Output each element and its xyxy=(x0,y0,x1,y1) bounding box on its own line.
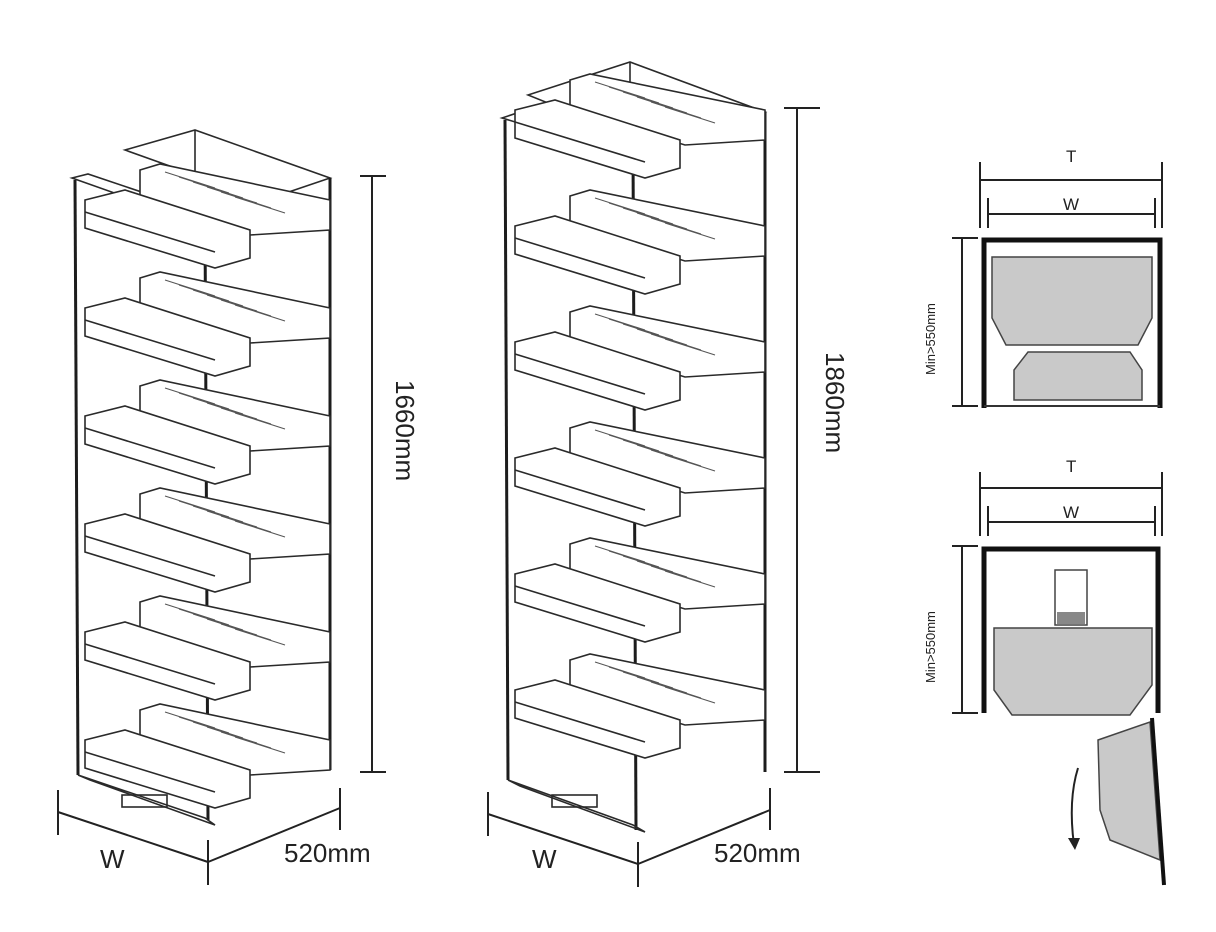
basket xyxy=(514,73,766,179)
basket xyxy=(514,537,766,643)
basket xyxy=(514,653,766,759)
cabinet-outline xyxy=(981,546,1161,713)
plan-view-open: T W Min>550mm xyxy=(923,457,1166,886)
basket-lower xyxy=(1013,351,1143,401)
basket xyxy=(514,305,766,411)
basket-upper xyxy=(991,256,1153,346)
width-label: W xyxy=(100,844,125,874)
basket-pulled xyxy=(993,627,1153,716)
depth-label: 520mm xyxy=(714,838,801,868)
pantry-unit-1860: 1860mm W 520mm xyxy=(487,61,850,887)
front-left-post xyxy=(503,119,510,781)
basket xyxy=(84,163,331,269)
depth-label: Min>550mm xyxy=(923,303,938,375)
pantry-unit-1660: 1660mm W 520mm xyxy=(57,129,420,885)
inner-width-label: W xyxy=(1063,195,1079,214)
height-label: 1860mm xyxy=(820,352,850,453)
width-label: W xyxy=(532,844,557,874)
plan-view-closed: T W Min>550mm xyxy=(923,147,1163,408)
front-left-post xyxy=(73,179,80,776)
door-swung xyxy=(1097,720,1161,862)
basket-stack xyxy=(514,73,766,759)
base-slide xyxy=(121,794,168,808)
height-label: 1660mm xyxy=(390,380,420,481)
inner-width-label: W xyxy=(1063,503,1079,522)
base-slide xyxy=(551,794,598,808)
basket xyxy=(84,487,331,593)
cabinet-outline xyxy=(981,237,1163,408)
basket xyxy=(514,189,766,295)
basket xyxy=(84,379,331,485)
outer-width-label: T xyxy=(1066,147,1076,166)
basket xyxy=(84,271,331,377)
outer-width-label: T xyxy=(1066,457,1076,476)
pantry-frame-base xyxy=(1057,612,1085,624)
basket xyxy=(84,703,331,809)
door-edge xyxy=(1150,717,1166,886)
basket xyxy=(84,595,331,701)
swing-arrow-icon xyxy=(1070,767,1079,846)
depth-label: 520mm xyxy=(284,838,371,868)
depth-label: Min>550mm xyxy=(923,611,938,683)
basket-stack xyxy=(84,163,331,809)
basket xyxy=(514,421,766,527)
